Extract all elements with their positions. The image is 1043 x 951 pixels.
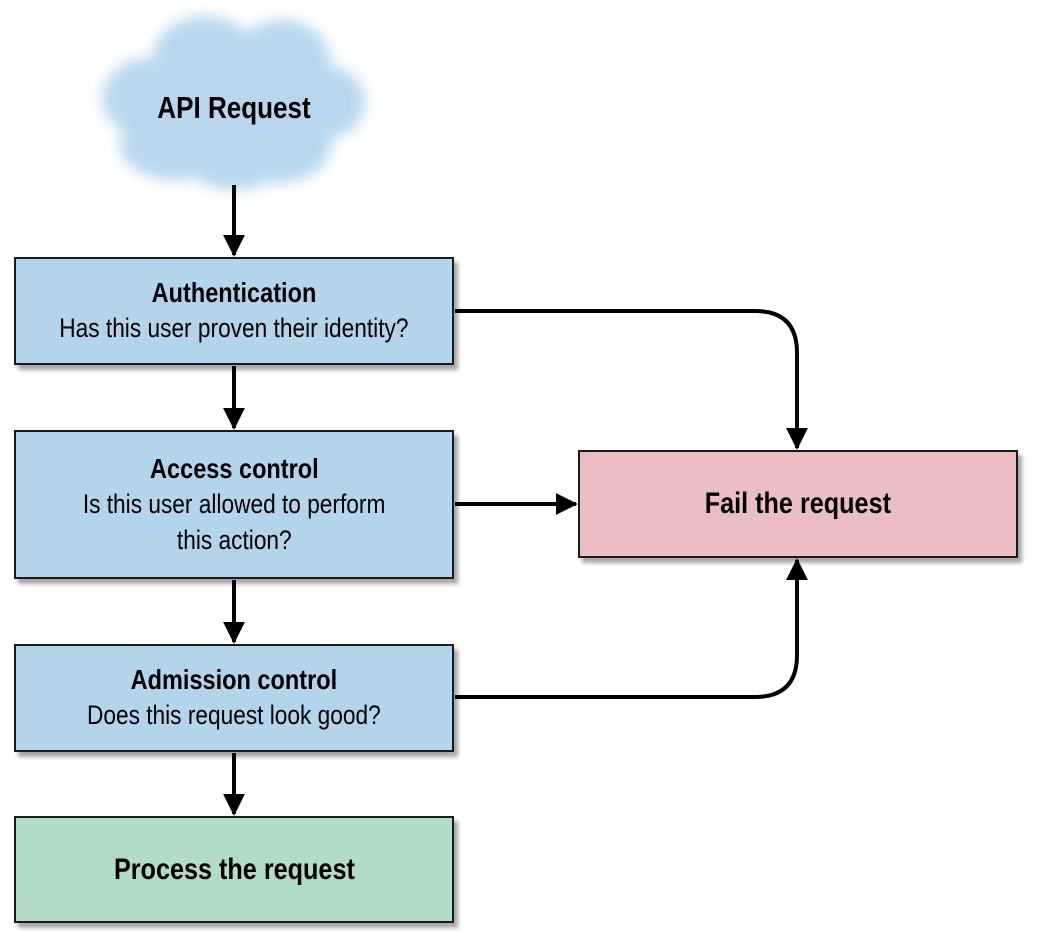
admission-control-step: Admission control Does this request look… bbox=[14, 644, 454, 752]
process-request-outcome: Process the request bbox=[14, 816, 454, 923]
arrow-auth-to-fail bbox=[455, 309, 808, 450]
admission-control-title: Admission control bbox=[130, 664, 338, 695]
cloud-icon bbox=[102, 16, 365, 190]
arrow-admission-to-fail bbox=[455, 558, 808, 699]
authentication-step: Authentication Has this user proven thei… bbox=[14, 257, 454, 365]
access-control-step: Access control Is this user allowed to p… bbox=[14, 430, 454, 579]
fail-request-outcome: Fail the request bbox=[578, 450, 1018, 558]
access-control-question-line1: Is this user allowed to perform bbox=[82, 488, 386, 519]
admission-control-question: Does this request look good? bbox=[87, 700, 381, 730]
authentication-question: Has this user proven their identity? bbox=[59, 313, 409, 343]
api-request-label: API Request bbox=[157, 90, 311, 125]
fail-request-label: Fail the request bbox=[704, 487, 892, 520]
authentication-title: Authentication bbox=[151, 277, 317, 308]
process-request-label: Process the request bbox=[113, 852, 355, 886]
access-control-question-line2: this action? bbox=[176, 524, 292, 555]
access-control-title: Access control bbox=[149, 452, 319, 484]
